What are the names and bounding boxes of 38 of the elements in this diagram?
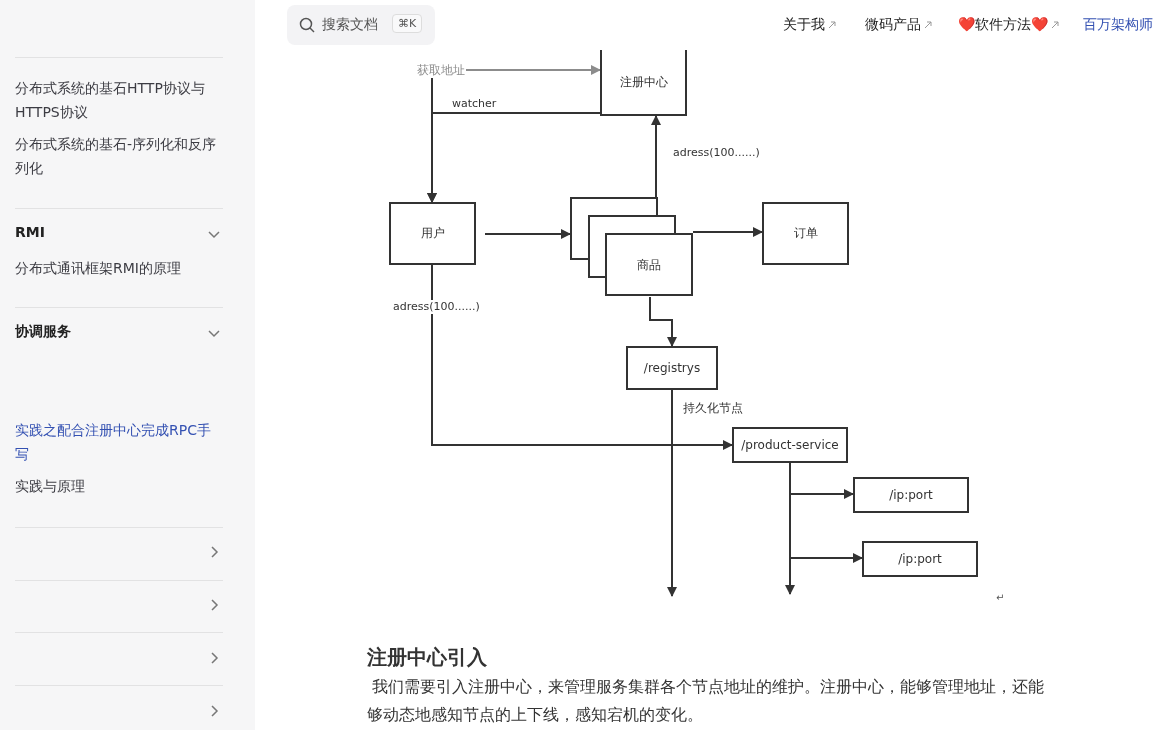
process-box: 用户 <box>389 202 476 265</box>
arrow <box>649 296 677 347</box>
process-box: /product-service <box>732 427 848 463</box>
shortcut-key: ⌘K <box>392 14 423 33</box>
process-box: 订单 <box>762 202 849 265</box>
arrow <box>484 229 571 239</box>
edge-label: 持久化节点 <box>682 401 744 415</box>
arrow <box>427 112 601 203</box>
stacked-box: 商品 <box>570 197 693 297</box>
sidebar-link: 分布式系统的基石HTTP协议与HTTPS协议 <box>15 79 206 122</box>
arrow <box>692 227 763 237</box>
edge-label: watcher <box>451 97 498 111</box>
process-box: /registrys <box>626 346 718 390</box>
arrow <box>667 389 677 597</box>
arrow <box>651 115 661 198</box>
edge-label: 获取地址 <box>416 63 466 77</box>
process-box: /ip:port <box>853 477 969 513</box>
heading: 注册中心引入 <box>367 644 487 671</box>
process-box: /ip:port <box>862 541 978 577</box>
process-box: 注册中心 <box>600 50 687 116</box>
edge-label: adress(100......) <box>392 300 481 314</box>
nav-link: 微码产品 <box>865 16 932 34</box>
nav-link: 关于我 <box>783 16 836 34</box>
section-heading: RMI <box>15 224 45 240</box>
sidebar-link: 实践与原理 <box>15 477 86 496</box>
edge-label: adress(100......) <box>672 146 761 160</box>
arrow <box>789 462 863 563</box>
arrow <box>465 65 601 75</box>
arrow <box>431 264 733 450</box>
return-mark: ↵ <box>996 592 1005 603</box>
sidebar-link: 实践之配合注册中心完成RPC手写 <box>15 421 212 464</box>
section-heading: 协调服务 <box>15 323 71 341</box>
placeholder-text: 搜索文档 <box>322 16 378 34</box>
paragraph: 我们需要引入注册中心，来管理服务集群各个节点地址的维护。注册中心，能够管理地址，还能够动态地感知节点的上下线，感知宕机的变化。 <box>367 676 1045 726</box>
nav-link: 百万架构师 <box>1083 16 1153 34</box>
sidebar-link: 分布式系统的基石-序列化和反序列化 <box>15 135 218 178</box>
nav-link: ❤软件方法❤ <box>958 16 1059 34</box>
sidebar-link: 分布式通讯框架RMI的原理 <box>15 259 182 278</box>
